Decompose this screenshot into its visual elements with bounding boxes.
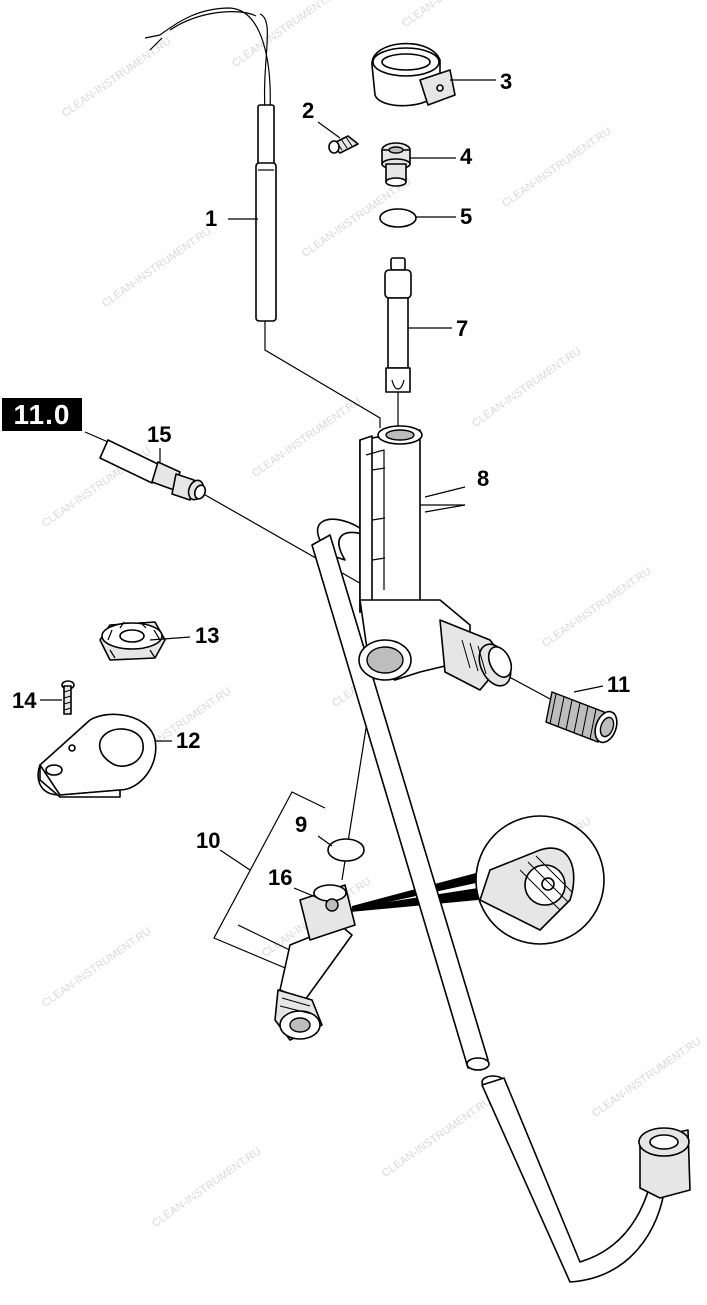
part-12-bracket bbox=[37, 713, 157, 798]
part-3-clamp bbox=[371, 42, 456, 107]
part-8-t-body bbox=[358, 425, 513, 691]
part-15-pipe-connector bbox=[84, 431, 207, 501]
callout-13: 13 bbox=[195, 623, 220, 648]
assembly-lines bbox=[199, 318, 553, 971]
part-4-plug bbox=[381, 142, 411, 187]
callout-3: 3 bbox=[500, 69, 513, 94]
part-2-screw bbox=[328, 135, 359, 154]
callout-2: 2 bbox=[302, 98, 315, 123]
water-pipe bbox=[311, 518, 691, 1283]
part-13-nut bbox=[99, 621, 166, 661]
callout-9: 9 bbox=[295, 812, 308, 837]
part-9-o-ring bbox=[327, 838, 365, 862]
callout-8: 8 bbox=[477, 466, 490, 491]
callout-4: 4 bbox=[460, 144, 473, 169]
callout-1: 1 bbox=[205, 206, 218, 231]
callout-15: 15 bbox=[147, 422, 172, 447]
reference-badge: 11.0 bbox=[2, 398, 82, 431]
callout-12: 12 bbox=[176, 728, 201, 753]
part-7-valve-insert bbox=[384, 257, 412, 393]
callout-5: 5 bbox=[460, 204, 473, 229]
callout-7: 7 bbox=[456, 316, 469, 341]
callout-11: 11 bbox=[607, 672, 631, 697]
callout-10: 10 bbox=[196, 828, 221, 853]
part-14-screw bbox=[61, 680, 75, 715]
callout-16: 16 bbox=[268, 865, 293, 890]
part-10-cartridge bbox=[274, 884, 356, 1041]
part-1-temperature-sensor bbox=[144, 7, 277, 322]
detail-view-circle bbox=[475, 815, 605, 945]
part-5-o-ring bbox=[379, 208, 417, 228]
callout-14: 14 bbox=[12, 688, 37, 713]
part-11-filter bbox=[545, 691, 618, 744]
